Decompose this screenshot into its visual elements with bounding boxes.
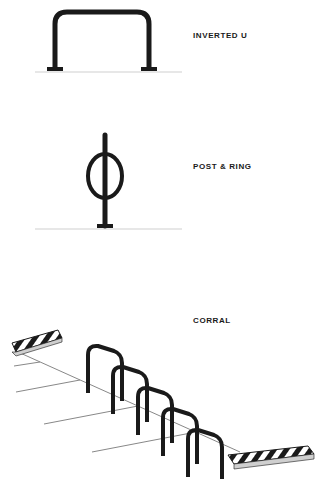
rack-type-label: INVERTED U (193, 32, 247, 40)
corral-u-bar (138, 388, 172, 443)
rack-type-label: CORRAL (193, 317, 231, 325)
foot (47, 67, 63, 71)
u-bar (55, 12, 149, 70)
parking-line (16, 380, 80, 392)
post-ring-rack (35, 135, 182, 229)
wheel-stop-side (234, 454, 314, 469)
corral-u-bar (163, 409, 197, 464)
corral-rack (12, 330, 314, 479)
foot (141, 67, 157, 71)
parking-line (14, 362, 40, 366)
corral-u-bar (88, 346, 122, 401)
post (103, 135, 108, 226)
foot (97, 224, 113, 228)
rack-type-label: POST & RING (193, 163, 252, 171)
ground-line (35, 72, 182, 73)
corral-u-bar (113, 367, 147, 422)
corral-u-bar (188, 430, 222, 479)
parking-line (44, 406, 138, 424)
ring (88, 154, 122, 198)
inverted-u-rack (35, 12, 182, 72)
curb-line (18, 352, 240, 452)
wheel-stop-side (12, 338, 62, 356)
parking-line (92, 432, 196, 452)
ground-line (35, 229, 182, 230)
